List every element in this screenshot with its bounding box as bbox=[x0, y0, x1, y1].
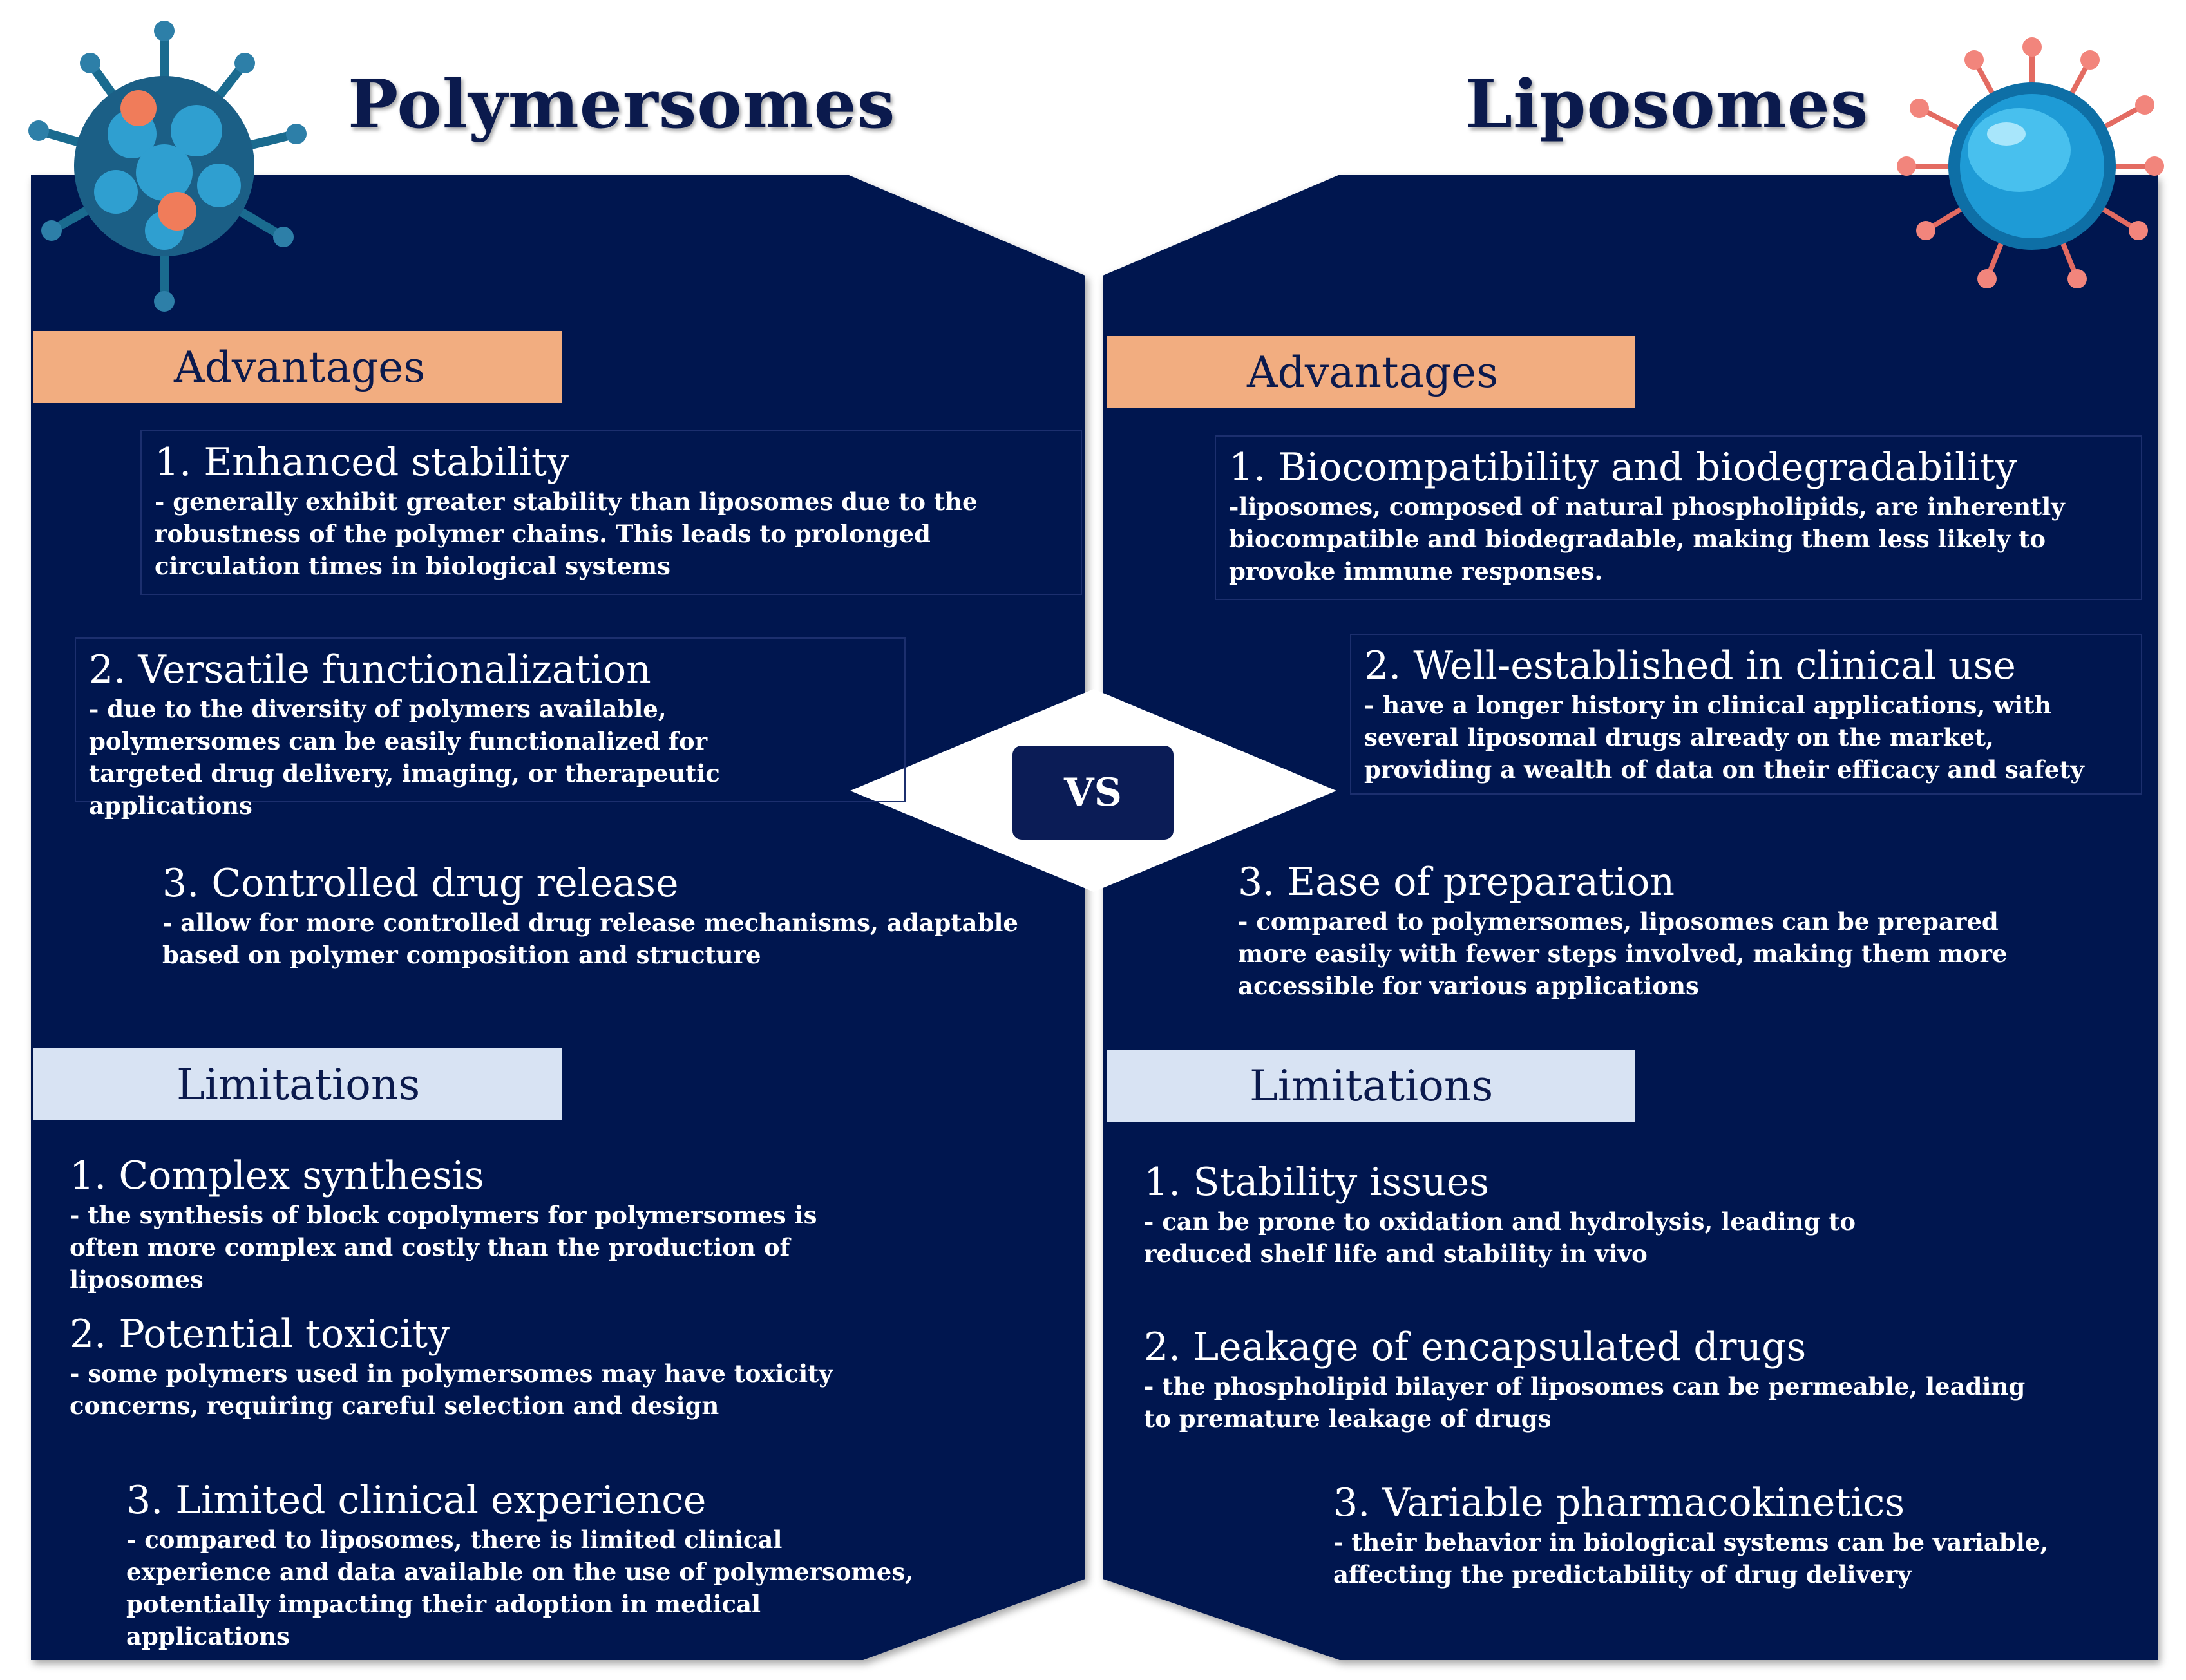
left-panel bbox=[31, 175, 1085, 1660]
right-limitation-3: 3. Variable pharmacokinetics - their beh… bbox=[1333, 1480, 2145, 1590]
item-title: 1. Biocompatibility and biodegradability bbox=[1229, 445, 2017, 490]
right-limitation-1: 1. Stability issues - can be prone to ox… bbox=[1144, 1159, 1955, 1270]
item-description: - allow for more controlled drug release… bbox=[162, 909, 1018, 969]
item-title: 3. Controlled drug release bbox=[162, 861, 679, 906]
right-limitation-2: 2. Leakage of encapsulated drugs - the p… bbox=[1144, 1324, 2026, 1435]
item-title: 2. Leakage of encapsulated drugs bbox=[1144, 1325, 1807, 1370]
item-description: -liposomes, composed of natural phosphol… bbox=[1229, 493, 2065, 585]
right-advantages-header: Advantages bbox=[1107, 336, 1635, 408]
item-description: - due to the diversity of polymers avail… bbox=[89, 695, 720, 820]
item-title: 3. Ease of preparation bbox=[1238, 860, 1675, 905]
item-description: - have a longer history in clinical appl… bbox=[1364, 691, 2084, 784]
right-advantage-2: 2. Well-established in clinical use - ha… bbox=[1350, 634, 2142, 795]
item-title: 1. Enhanced stability bbox=[155, 440, 569, 485]
item-title: 2. Potential toxicity bbox=[70, 1312, 450, 1357]
item-title: 2. Well-established in clinical use bbox=[1364, 643, 2016, 688]
left-limitation-3: 3. Limited clinical experience - compare… bbox=[126, 1477, 925, 1652]
left-title: Polymersomes bbox=[348, 64, 896, 144]
item-description: - the synthesis of block copolymers for … bbox=[70, 1201, 817, 1294]
item-description: - compared to polymersomes, liposomes ca… bbox=[1238, 907, 2008, 1000]
left-advantages-header: Advantages bbox=[33, 331, 562, 403]
left-advantage-2: 2. Versatile functionalization - due to … bbox=[75, 637, 906, 820]
left-limitations-header: Limitations bbox=[33, 1048, 562, 1120]
right-limitations-header: Limitations bbox=[1107, 1050, 1635, 1122]
item-description: - generally exhibit greater stability th… bbox=[155, 487, 978, 580]
item-title: 2. Versatile functionalization bbox=[89, 647, 651, 692]
item-title: 1. Stability issues bbox=[1144, 1160, 1490, 1205]
liposome-nanoparticle-icon bbox=[1897, 37, 2164, 288]
item-title: 3. Limited clinical experience bbox=[126, 1478, 707, 1523]
item-title: 1. Complex synthesis bbox=[70, 1153, 484, 1198]
right-advantage-1: 1. Biocompatibility and biodegradability… bbox=[1215, 435, 2142, 600]
item-title: 3. Variable pharmacokinetics bbox=[1333, 1480, 1905, 1525]
left-limitation-2: 2. Potential toxicity - some polymers us… bbox=[70, 1311, 933, 1422]
left-limitation-1: 1. Complex synthesis - the synthesis of … bbox=[70, 1153, 881, 1296]
item-description: - compared to liposomes, there is limite… bbox=[126, 1525, 913, 1650]
polymersome-nanoparticle-icon bbox=[28, 21, 307, 312]
item-description: - their behavior in biological systems c… bbox=[1333, 1528, 2049, 1589]
left-advantage-1: 1. Enhanced stability - generally exhibi… bbox=[140, 430, 1082, 595]
left-advantage-3: 3. Controlled drug release - allow for m… bbox=[162, 860, 1064, 971]
vs-label: VS bbox=[1012, 746, 1174, 840]
item-description: - can be prone to oxidation and hydrolys… bbox=[1144, 1207, 1856, 1268]
right-panel bbox=[1103, 175, 2158, 1660]
right-advantage-3: 3. Ease of preparation - compared to pol… bbox=[1238, 859, 2037, 1002]
item-description: - some polymers used in polymersomes may… bbox=[70, 1359, 833, 1420]
item-description: - the phospholipid bilayer of liposomes … bbox=[1144, 1372, 2026, 1433]
right-title: Liposomes bbox=[1465, 64, 1869, 144]
